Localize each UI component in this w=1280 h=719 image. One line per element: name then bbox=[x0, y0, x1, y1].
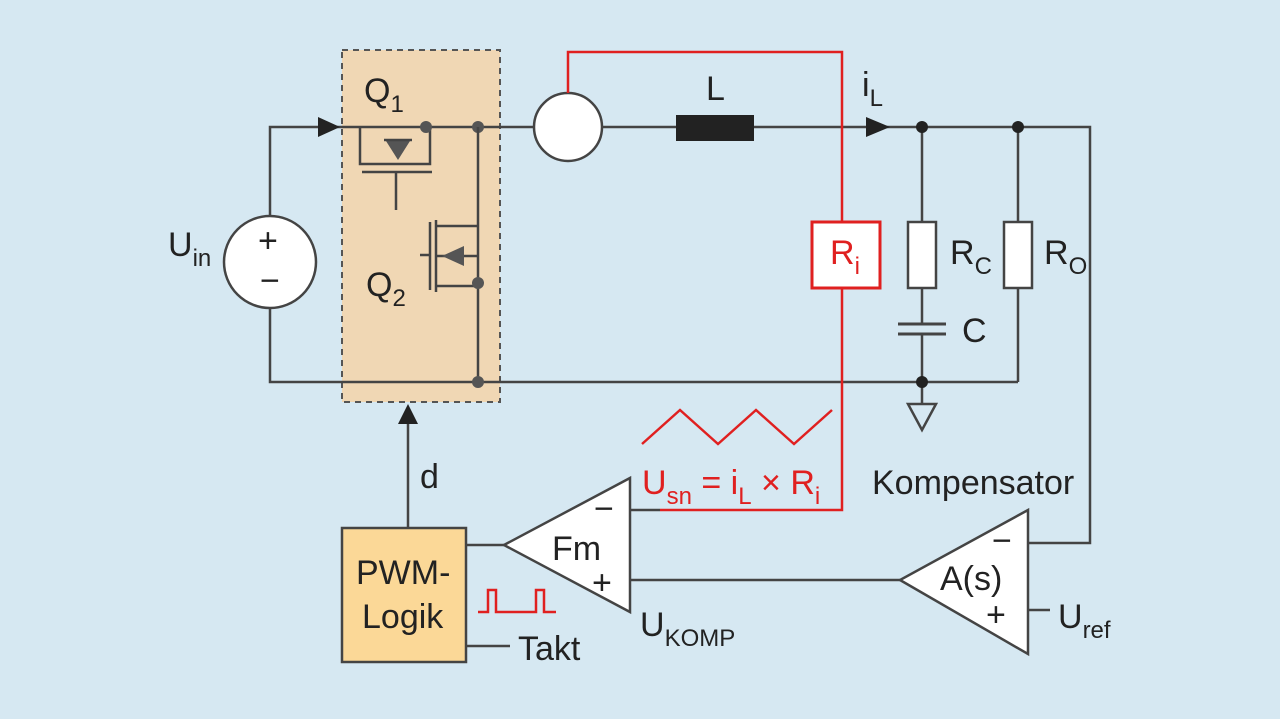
clock-pulse-waveform bbox=[478, 588, 556, 614]
inductor-label: L bbox=[706, 70, 725, 108]
uin-label: Uin bbox=[168, 226, 211, 272]
q1-transistor bbox=[358, 127, 432, 210]
input-current-arrow bbox=[318, 117, 340, 137]
resistor-rc bbox=[906, 220, 938, 290]
input-top-wire bbox=[268, 125, 534, 218]
fm-label: Fm bbox=[552, 530, 601, 568]
ukomp-label: UKOMP bbox=[640, 606, 735, 652]
duty-arrow bbox=[398, 404, 418, 424]
q1-node bbox=[420, 121, 432, 133]
pwm-label-line1: PWM- bbox=[356, 554, 450, 592]
pwm-logic-block bbox=[340, 526, 468, 664]
rc-label: RC bbox=[950, 234, 992, 280]
cap-label: C bbox=[962, 312, 987, 350]
source-minus-sign: − bbox=[260, 262, 280, 300]
usn-equation: Usn = iL × Ri bbox=[642, 464, 820, 510]
q1-label: Q1 bbox=[364, 72, 404, 118]
sense-path bbox=[566, 50, 844, 512]
input-voltage-source bbox=[222, 214, 318, 310]
source-plus-sign: + bbox=[258, 222, 278, 260]
sawtooth-waveform bbox=[641, 408, 833, 446]
takt-label: Takt bbox=[518, 630, 581, 668]
compensator-amplifier bbox=[897, 507, 1030, 657]
q2-source-node bbox=[472, 277, 484, 289]
resistor-ro bbox=[1002, 220, 1034, 290]
ground-symbol bbox=[905, 402, 939, 433]
as-label: A(s) bbox=[940, 560, 1002, 598]
il-label: iL bbox=[862, 66, 883, 112]
sense-resistor-ri bbox=[810, 220, 882, 290]
capacitor bbox=[898, 322, 946, 336]
q2-label: Q2 bbox=[366, 266, 406, 312]
inductor bbox=[676, 115, 754, 141]
fm-minus-sign: − bbox=[594, 490, 614, 528]
fm-plus-sign: + bbox=[592, 564, 612, 602]
ground-node bbox=[916, 376, 928, 388]
ro-label: RO bbox=[1044, 234, 1087, 280]
d-label: d bbox=[420, 458, 439, 496]
as-plus-sign: + bbox=[986, 596, 1006, 634]
q2-transistor bbox=[420, 127, 480, 382]
q2-ground-node bbox=[472, 376, 484, 388]
pwm-label-line2: Logik bbox=[362, 598, 444, 636]
q2-body-arrow bbox=[442, 246, 464, 266]
as-minus-sign: − bbox=[992, 522, 1012, 560]
q1-body-diode bbox=[386, 141, 410, 160]
ri-label: Ri bbox=[830, 234, 860, 280]
output-node-1 bbox=[916, 121, 928, 133]
ground-return-wire bbox=[268, 308, 1018, 384]
il-arrow bbox=[866, 117, 890, 137]
uref-label: Uref bbox=[1058, 598, 1111, 644]
fm-comparator bbox=[501, 475, 632, 615]
current-sensor bbox=[532, 91, 604, 163]
output-node-2 bbox=[1012, 121, 1024, 133]
kompensator-label: Kompensator bbox=[872, 464, 1074, 502]
